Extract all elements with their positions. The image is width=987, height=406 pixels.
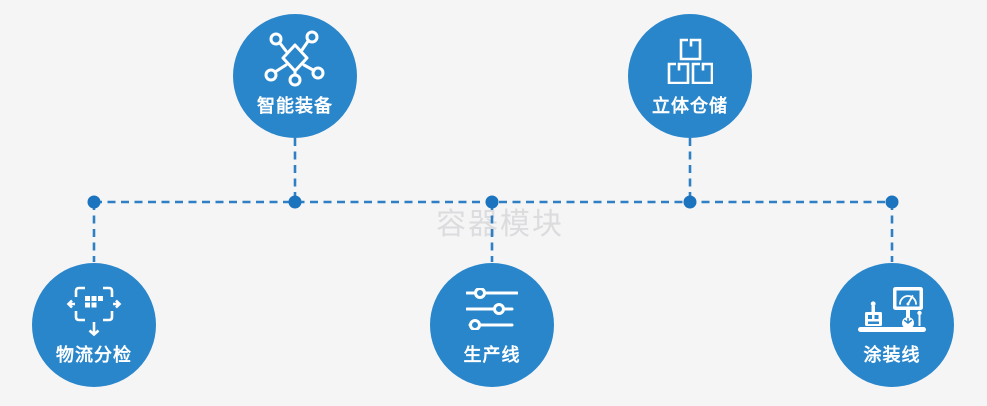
node-smart-equipment: 智能装备 xyxy=(233,14,357,138)
node-label: 生产线 xyxy=(463,345,521,366)
sliders-icon xyxy=(466,279,518,339)
node-label: 涂装线 xyxy=(863,345,921,366)
junction-dot xyxy=(288,195,302,209)
stacked-boxes-icon xyxy=(667,30,713,90)
node-label: 立体仓储 xyxy=(652,96,728,117)
node-label: 智能装备 xyxy=(257,96,333,117)
paint-station-icon xyxy=(856,279,928,339)
node-painting-line: 涂装线 xyxy=(830,263,954,387)
junction-dot xyxy=(485,195,499,209)
node-production-line: 生产线 xyxy=(430,263,554,387)
sort-dispatch-icon xyxy=(65,279,123,339)
junction-dot xyxy=(87,195,101,209)
network-nodes-icon xyxy=(263,30,327,90)
junction-dot xyxy=(885,195,899,209)
node-warehouse: 立体仓储 xyxy=(628,14,752,138)
watermark: 容器模块 xyxy=(436,207,564,242)
junction-dot xyxy=(683,195,697,209)
node-label: 物流分检 xyxy=(56,345,132,366)
node-logistics: 物流分检 xyxy=(32,263,156,387)
